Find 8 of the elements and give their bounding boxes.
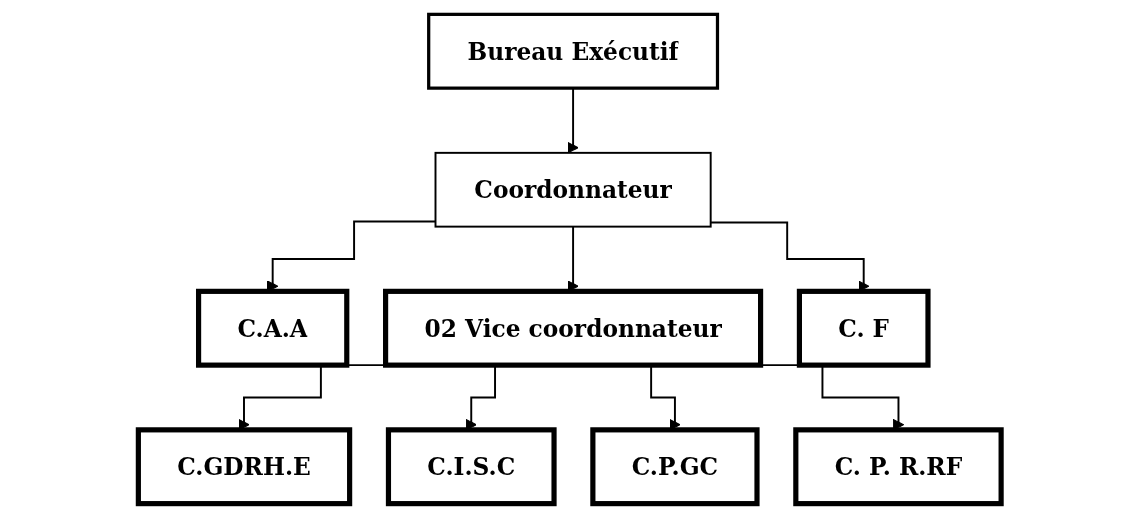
node-box: C.P.GC <box>590 427 760 507</box>
node-box: 02 Vice coordonnateur <box>382 288 763 368</box>
node-box: C.GDRH.E <box>135 427 352 507</box>
node-box: C. P. R.RF <box>793 427 1004 507</box>
node-box: C. F <box>796 288 931 368</box>
node-box: Coordonnateur <box>434 151 712 228</box>
node-box: C.A.A <box>195 288 350 368</box>
node-box: C.I.S.C <box>385 427 557 507</box>
